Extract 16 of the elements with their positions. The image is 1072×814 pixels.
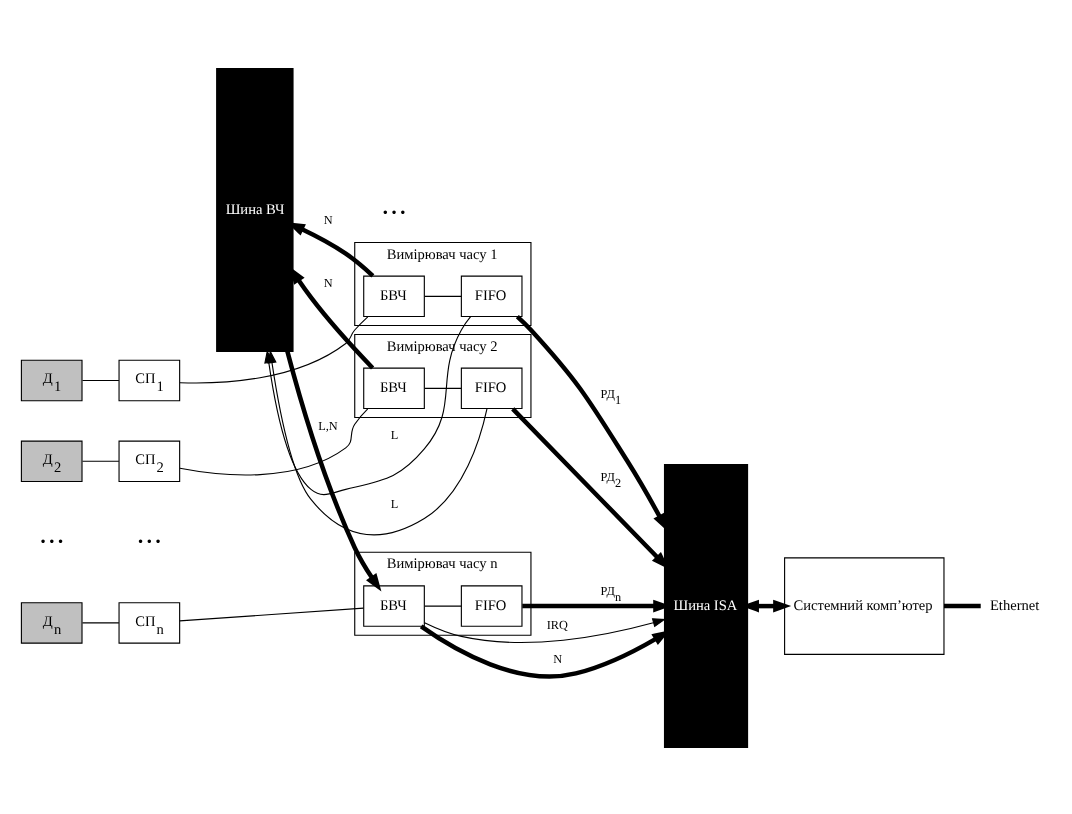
arrow: [289, 265, 375, 369]
connector: [81, 459, 120, 461]
connector: [424, 386, 462, 388]
connector: [179, 407, 369, 475]
connector: [424, 294, 462, 296]
connector: [944, 602, 981, 608]
arrow: [267, 348, 488, 535]
arrow: [424, 617, 667, 642]
arrow: [511, 406, 670, 569]
arrow: [285, 349, 382, 591]
connector: [81, 621, 120, 623]
connector: [179, 606, 365, 621]
connector: [179, 315, 369, 383]
connector: [81, 378, 120, 381]
arrow: [515, 313, 668, 531]
connector: [424, 604, 462, 606]
